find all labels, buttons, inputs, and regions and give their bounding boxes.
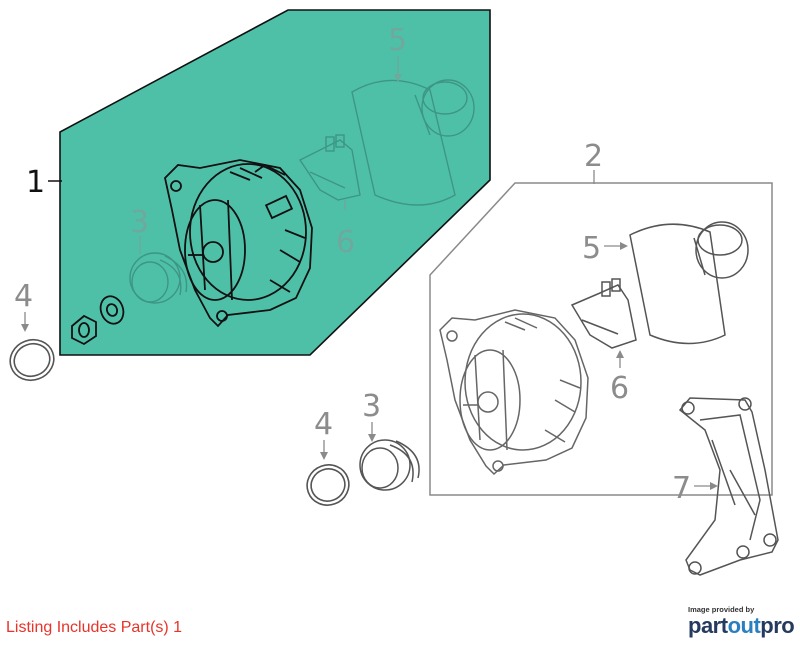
callout-2[interactable]: 2 — [584, 139, 603, 174]
callout-7[interactable]: 7 — [672, 471, 691, 506]
provider-logo-block: Image provided by partoutpro — [688, 605, 796, 638]
housing-cover-top[interactable] — [351, 79, 475, 206]
callout-3-top[interactable]: 3 — [130, 205, 149, 240]
listing-includes-text: Listing Includes Part(s) 1 — [6, 619, 183, 636]
callout-4-left[interactable]: 4 — [14, 279, 33, 314]
housing-cover-right[interactable] — [629, 221, 749, 345]
washer[interactable] — [97, 293, 127, 327]
callout-6-right-arrow — [616, 350, 624, 358]
callout-6-right[interactable]: 6 — [610, 371, 629, 406]
pulley-top[interactable] — [129, 252, 188, 304]
snap-ring-left[interactable] — [4, 334, 59, 387]
callout-7-arrow — [710, 482, 718, 490]
callout-5-top-arrow — [394, 74, 402, 82]
partoutpro-logo: partoutpro — [688, 614, 796, 638]
callout-5-top[interactable]: 5 — [388, 23, 407, 58]
callout-3-lower[interactable]: 3 — [362, 389, 381, 424]
mounting-bracket[interactable] — [678, 397, 779, 576]
alternator-right[interactable] — [439, 309, 589, 476]
nut[interactable] — [71, 314, 97, 346]
callout-4-lower-arrow — [320, 452, 328, 460]
regulator-right[interactable] — [570, 278, 637, 349]
snap-ring-lower[interactable] — [301, 459, 354, 511]
pulley-lower[interactable] — [359, 439, 420, 491]
callout-4-lower[interactable]: 4 — [314, 407, 333, 442]
regulator-top[interactable] — [298, 134, 361, 201]
provider-caption: Image provided by — [688, 605, 755, 614]
callout-1[interactable]: 1 — [26, 165, 45, 200]
assembly-2-outline[interactable] — [429, 182, 773, 496]
callout-4-left-arrow — [21, 324, 29, 332]
callout-5-right-arrow — [620, 242, 628, 250]
logo-part-a: part — [688, 613, 728, 638]
logo-part-b: out — [727, 613, 761, 638]
alternator-highlighted[interactable] — [164, 159, 313, 328]
logo-part-c: pro — [760, 613, 795, 638]
part-1-highlight-region[interactable] — [59, 9, 491, 356]
callout-3-lower-arrow — [368, 434, 376, 442]
callout-5-right[interactable]: 5 — [582, 231, 601, 266]
callout-6-top[interactable]: 6 — [336, 225, 355, 260]
